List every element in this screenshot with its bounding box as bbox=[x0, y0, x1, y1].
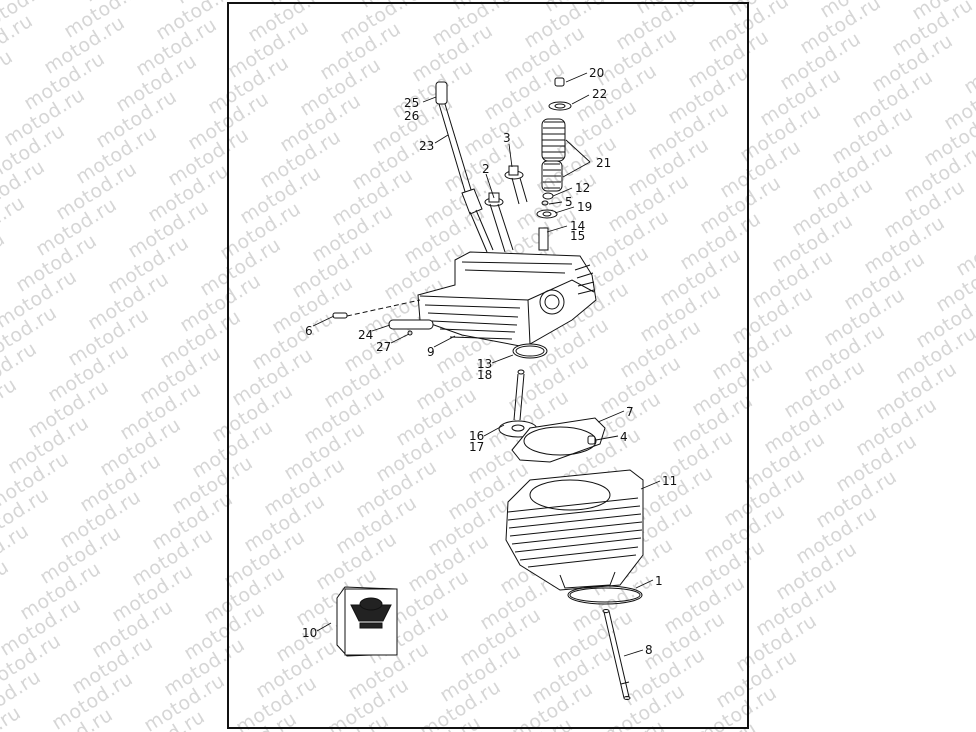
callout-17: 17 bbox=[469, 440, 485, 454]
cylinder bbox=[505, 469, 644, 591]
callout-8: 8 bbox=[645, 643, 653, 657]
leader-lines bbox=[312, 72, 661, 657]
callout-26: 26 bbox=[404, 109, 420, 123]
callout-20: 20 bbox=[589, 66, 605, 80]
callout-18: 18 bbox=[477, 368, 493, 382]
callout-22: 22 bbox=[592, 87, 608, 101]
head-small-parts bbox=[332, 299, 434, 336]
callout-5: 5 bbox=[565, 195, 573, 209]
cylinder-head bbox=[417, 251, 597, 347]
callout-7: 7 bbox=[626, 405, 634, 419]
callout-15: 15 bbox=[570, 229, 586, 243]
callout-16: 16 bbox=[469, 429, 485, 443]
callout-4: 4 bbox=[620, 430, 628, 444]
head-o-ring-inner bbox=[515, 345, 545, 357]
callout-14: 14 bbox=[570, 219, 586, 233]
callout-24: 24 bbox=[358, 328, 374, 342]
pushrod-assembly bbox=[435, 81, 494, 253]
dowel-pin bbox=[587, 435, 596, 445]
callout-25: 25 bbox=[404, 96, 420, 110]
callout-9: 9 bbox=[427, 345, 435, 359]
service-manual bbox=[336, 586, 398, 657]
callout-1: 1 bbox=[655, 574, 663, 588]
callout-21: 21 bbox=[596, 156, 612, 170]
head-gasket bbox=[511, 417, 606, 463]
callout-27: 27 bbox=[376, 340, 392, 354]
callout-6: 6 bbox=[305, 324, 313, 338]
callout-19: 19 bbox=[577, 200, 593, 214]
valve bbox=[498, 369, 538, 438]
callout-3: 3 bbox=[503, 131, 511, 145]
callout-13: 13 bbox=[477, 357, 493, 371]
part-3-guide bbox=[504, 165, 528, 205]
callout-12: 12 bbox=[575, 181, 591, 195]
base-o-ring bbox=[567, 585, 643, 605]
part-2-tube bbox=[484, 192, 514, 253]
callout-10: 10 bbox=[302, 626, 318, 640]
callout-11: 11 bbox=[662, 474, 678, 488]
callout-23: 23 bbox=[419, 139, 435, 153]
valve-springs bbox=[536, 77, 572, 251]
callout-2: 2 bbox=[482, 162, 490, 176]
diagram-frame bbox=[227, 2, 749, 729]
cylinder-stud bbox=[602, 609, 631, 700]
